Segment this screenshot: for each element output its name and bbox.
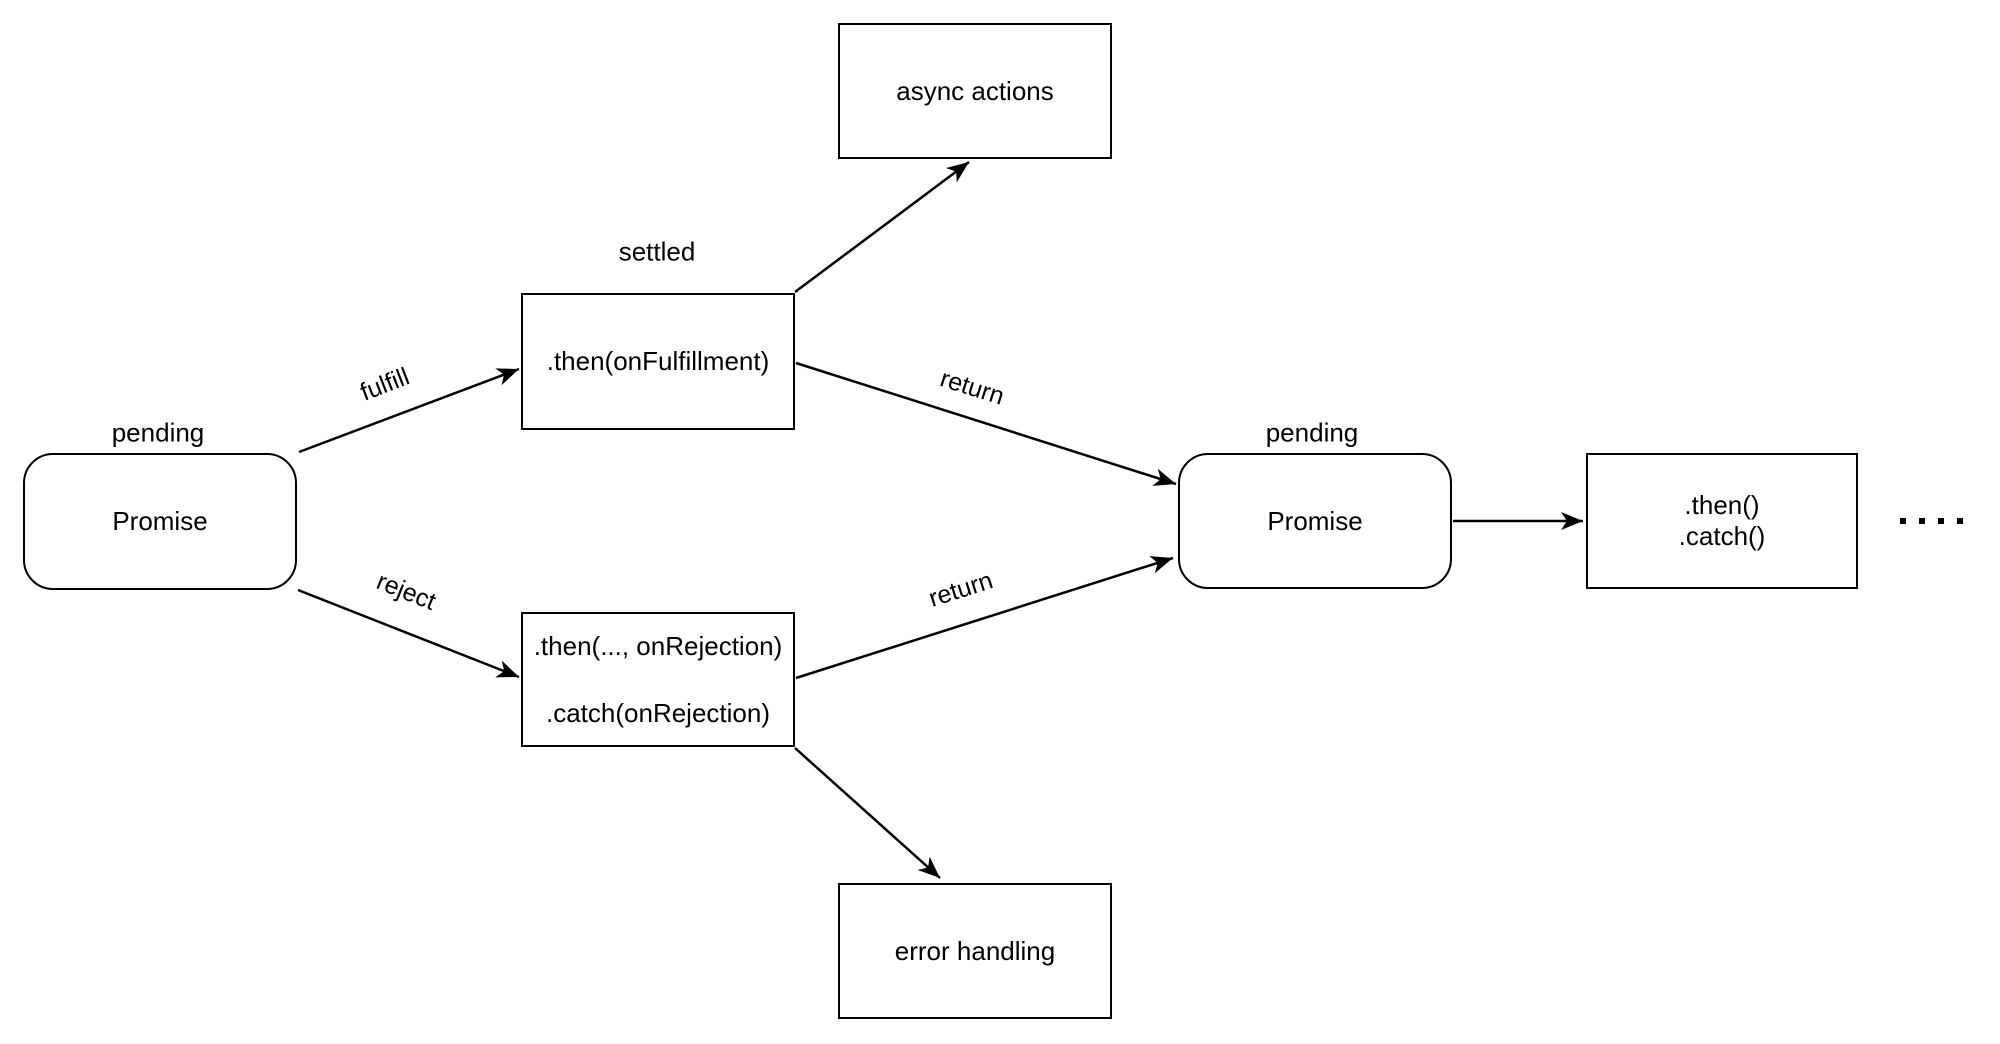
node-async-actions: async actions [838, 23, 1112, 159]
edge-return-top-arrow [795, 361, 1177, 486]
node-then-onfulfillment: .then(onFulfillment) [521, 293, 795, 430]
continuation-dot [1957, 518, 1963, 524]
state-label-pending-second: pending [1265, 417, 1359, 448]
state-label-settled: settled [618, 236, 696, 267]
edge-to-error-handling-arrow [794, 747, 941, 879]
node-rejection-handlers: .then(..., onRejection) .catch(onRejecti… [521, 612, 795, 747]
edge-to-async-actions-arrow [794, 160, 970, 294]
node-rejection-then-label: .then(..., onRejection) [533, 630, 783, 661]
node-then-onfulfillment-label: .then(onFulfillment) [546, 346, 770, 376]
node-promise-first-label: Promise [112, 506, 208, 536]
continuation-dots [1900, 518, 1963, 524]
node-promise-second: Promise [1178, 453, 1452, 589]
node-error-handling: error handling [838, 883, 1112, 1019]
node-rejection-catch-label: .catch(onRejection) [546, 697, 770, 728]
node-promise-first: Promise [23, 453, 297, 590]
node-promise-second-label: Promise [1267, 505, 1363, 536]
node-then-catch-catch-label: .catch() [1678, 521, 1766, 551]
node-async-actions-label: async actions [896, 75, 1054, 106]
continuation-dot [1938, 518, 1944, 524]
continuation-dot [1919, 518, 1925, 524]
state-label-pending-first: pending [111, 417, 205, 448]
edge-fulfill-arrow [298, 367, 520, 454]
node-error-handling-label: error handling [894, 935, 1056, 966]
edge-return-bottom-arrow [795, 556, 1174, 680]
continuation-dot [1900, 518, 1906, 524]
node-then-catch-then-label: .then() [1684, 490, 1760, 520]
edge-reject-arrow [297, 588, 520, 679]
node-then-catch-chain: .then() .catch() [1586, 453, 1858, 589]
